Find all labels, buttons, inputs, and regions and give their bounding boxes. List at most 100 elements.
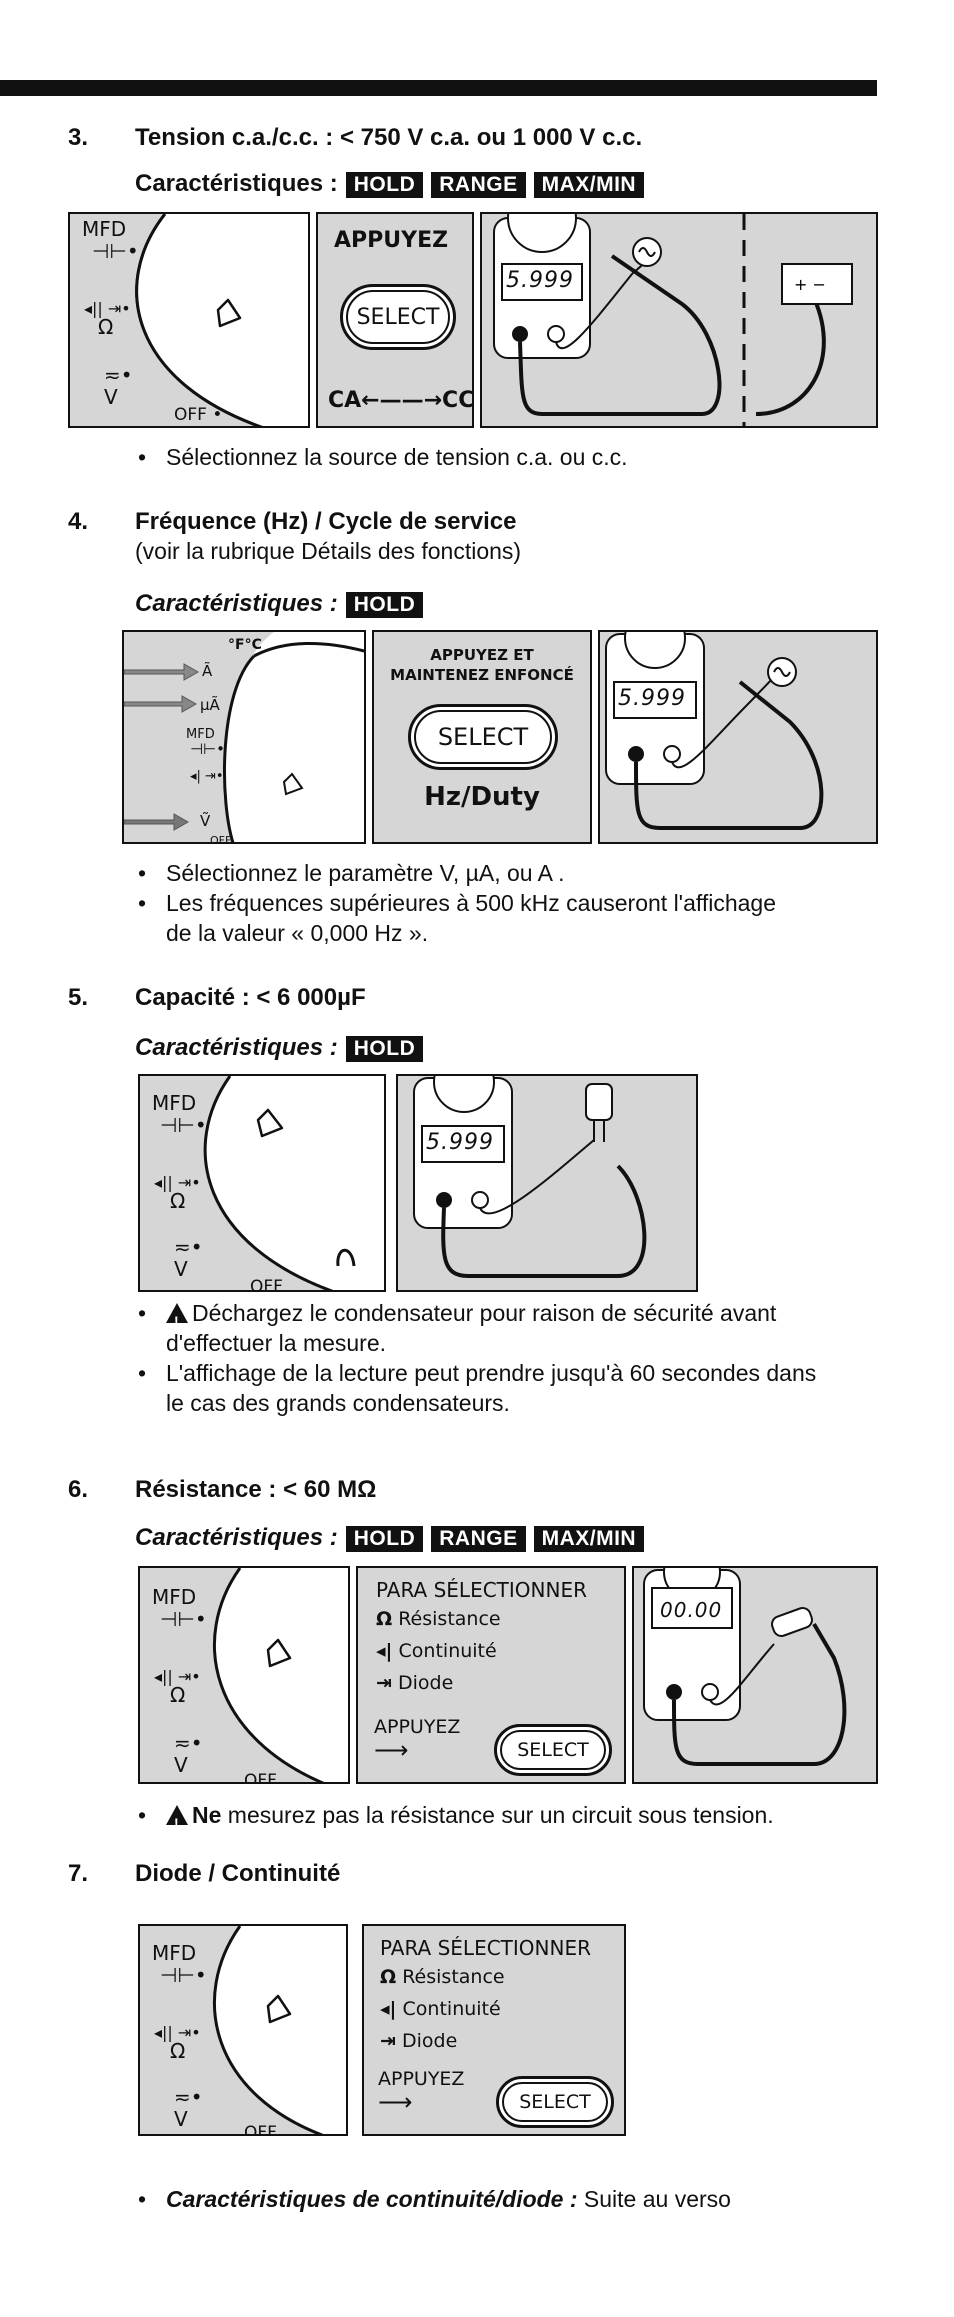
capacitor-icon: ⊣⊢• — [190, 740, 225, 758]
hz-duty-label: Hz/Duty — [424, 782, 540, 812]
diode-icon: ⇥ — [376, 1672, 392, 1694]
bullet-item: Ne mesurez pas la résistance sur un circ… — [138, 1800, 774, 1838]
section-3-number: 3. — [68, 124, 89, 151]
meter-connection-panel: 5.999 — [396, 1074, 698, 1292]
ohm-icon: Ω — [170, 1189, 186, 1213]
bullet-item: Caractéristiques de continuité/diode : S… — [138, 2184, 731, 2214]
section-4-subtitle: (voir la rubrique Détails des fonctions) — [135, 538, 522, 564]
meter-lcd-reading: 5.999 — [618, 686, 686, 711]
section-6-number: 6. — [68, 1476, 89, 1503]
rotary-dial-panel: °F°C Ã µÃ MFD ⊣⊢• ◂| ⇥• Ṽ OFF — [122, 630, 366, 844]
multimeter-illustration — [605, 632, 824, 830]
dial-label-v: Ṽ — [200, 812, 211, 830]
section-7-title: Diode / Continuité — [135, 1860, 341, 1887]
bullet-continuation: le cas des grands condensateurs. — [166, 1390, 510, 1416]
select-button[interactable]: SELECT — [340, 284, 456, 350]
section-4-number: 4. — [68, 508, 89, 535]
svg-text:+ −: + − — [794, 275, 826, 294]
section-7-bullets: Caractéristiques de continuité/diode : S… — [138, 2184, 731, 2214]
features-label: Caractéristiques : — [135, 1524, 338, 1551]
badge-hold: HOLD — [345, 172, 424, 198]
badge-maxmin: MAX/MIN — [533, 172, 645, 198]
arrow-right-icon: ⟶ — [374, 1736, 409, 1764]
para-select-label: PARA SÉLECTIONNER — [380, 1936, 591, 1960]
diode-icon: ⇥ — [380, 2030, 396, 2052]
bullet-item: Les fréquences supérieures à 500 kHz cau… — [138, 888, 776, 918]
press-label: APPUYEZ — [374, 1716, 461, 1738]
dial-pointer-icon — [256, 1108, 284, 1138]
badge-range: RANGE — [431, 172, 526, 198]
resistor-icon — [771, 1607, 813, 1637]
dial-label-mfd: MFD — [152, 1585, 197, 1609]
speaker-icon: ◂| — [380, 1998, 397, 2020]
dial-pointer-icon — [266, 1638, 292, 1668]
meter-lcd-reading: 00.00 — [660, 1598, 723, 1622]
dial-label-v: ≂•V — [174, 1731, 203, 1777]
speaker-icon: ◂| — [376, 1640, 393, 1662]
ohm-icon: Ω — [376, 1608, 393, 1630]
meter-connection-panel: 00.00 — [632, 1566, 878, 1784]
capacitor-component-icon — [585, 1083, 613, 1121]
para-select-label: PARA SÉLECTIONNER — [376, 1578, 587, 1602]
section-6-features: Caractéristiques : HOLD RANGE MAX/MIN — [135, 1524, 645, 1552]
dial-pointer-icon — [216, 298, 242, 328]
continuity-diode-icon: ◂|| ⇥• — [154, 2023, 201, 2042]
section-7-number: 7. — [68, 1860, 89, 1887]
capacitor-icon: ⊣⊢• — [92, 239, 139, 263]
dial-label-off: OFF — [250, 1277, 283, 1292]
dial-label-v: ≂•V — [174, 2085, 203, 2131]
badge-hold: HOLD — [345, 1526, 424, 1552]
rotary-dial-graphic — [124, 632, 364, 842]
badge-range: RANGE — [431, 1526, 526, 1552]
press-label: APPUYEZ ET — [430, 646, 534, 664]
dial-label-off: OFF — [244, 1771, 277, 1784]
badge-maxmin: MAX/MIN — [533, 1526, 645, 1552]
select-button[interactable]: SELECT — [494, 1724, 612, 1776]
option-diode: ⇥ Diode — [380, 2030, 458, 2052]
continuity-diode-icon: ◂|| ⇥• — [154, 1667, 201, 1686]
dial-label-mfd: MFD — [152, 1091, 197, 1115]
ca-cc-label: CA←——→CC — [328, 388, 474, 413]
rotary-dial-panel: MFD ⊣⊢• ◂|| ⇥• Ω ≂•V OFF • — [68, 212, 310, 428]
section-3-features: Caractéristiques : HOLD RANGE MAX/MIN — [135, 170, 645, 198]
continuity-diode-icon: ◂|| ⇥• — [154, 1173, 201, 1192]
press-label: APPUYEZ — [378, 2068, 465, 2090]
select-button[interactable]: SELECT — [408, 704, 558, 770]
select-button[interactable]: SELECT — [496, 2076, 614, 2128]
rotary-dial-panel: MFD ⊣⊢• ◂|| ⇥• Ω ≂•V OFF — [138, 1924, 348, 2136]
meter-lcd-reading: 5.999 — [506, 268, 574, 293]
dial-pointer-icon — [282, 772, 304, 796]
dial-label-mfd: MFD — [152, 1941, 197, 1965]
option-resistance: Ω Résistance — [380, 1966, 505, 1988]
section-5-number: 5. — [68, 984, 89, 1011]
continuity-diode-icon: ◂|| ⇥• — [84, 299, 131, 318]
option-continuity: ◂| Continuité — [376, 1640, 497, 1662]
arrow-right-icon: ⟶ — [378, 2088, 413, 2116]
section-6-title: Résistance : < 60 MΩ — [135, 1476, 377, 1503]
press-label: APPUYEZ — [334, 228, 449, 253]
section-4-title: Fréquence (Hz) / Cycle de service — [135, 508, 517, 535]
bullet-item: Déchargez le condensateur pour raison de… — [138, 1298, 816, 1336]
bullet-item: Sélectionnez le paramètre V, µA, ou A . — [138, 858, 776, 888]
option-diode: ⇥ Diode — [376, 1672, 454, 1694]
section-4-features: Caractéristiques :HOLD — [135, 590, 424, 618]
features-label: Caractéristiques : — [135, 170, 338, 197]
dial-label-off: OFF — [244, 2123, 277, 2136]
dial-label-a: Ã — [202, 662, 213, 680]
dial-label-mfd: MFD — [186, 727, 215, 742]
bullet-item: Sélectionnez la source de tension c.a. o… — [138, 442, 628, 472]
section-4-bullets: Sélectionnez le paramètre V, µA, ou A . … — [138, 858, 776, 948]
press-hold-label: MAINTENEZ ENFONCÉ — [390, 666, 574, 684]
capacitor-icon: ⊣⊢• — [160, 1963, 207, 1987]
features-label: Caractéristiques : — [135, 590, 338, 617]
dial-label-mfd: MFD — [82, 217, 127, 241]
warning-icon — [166, 1303, 188, 1336]
ohm-icon: Ω — [380, 1966, 397, 1988]
dial-label-off: OFF — [210, 834, 232, 844]
section-6-bullets: Ne mesurez pas la résistance sur un circ… — [138, 1800, 774, 1838]
ohm-icon: Ω — [170, 2039, 186, 2063]
dial-label-off: OFF • — [174, 405, 223, 425]
meter-lcd-reading: 5.999 — [426, 1130, 494, 1155]
capacitor-icon: ⊣⊢• — [160, 1113, 207, 1137]
option-resistance: Ω Résistance — [376, 1608, 501, 1630]
